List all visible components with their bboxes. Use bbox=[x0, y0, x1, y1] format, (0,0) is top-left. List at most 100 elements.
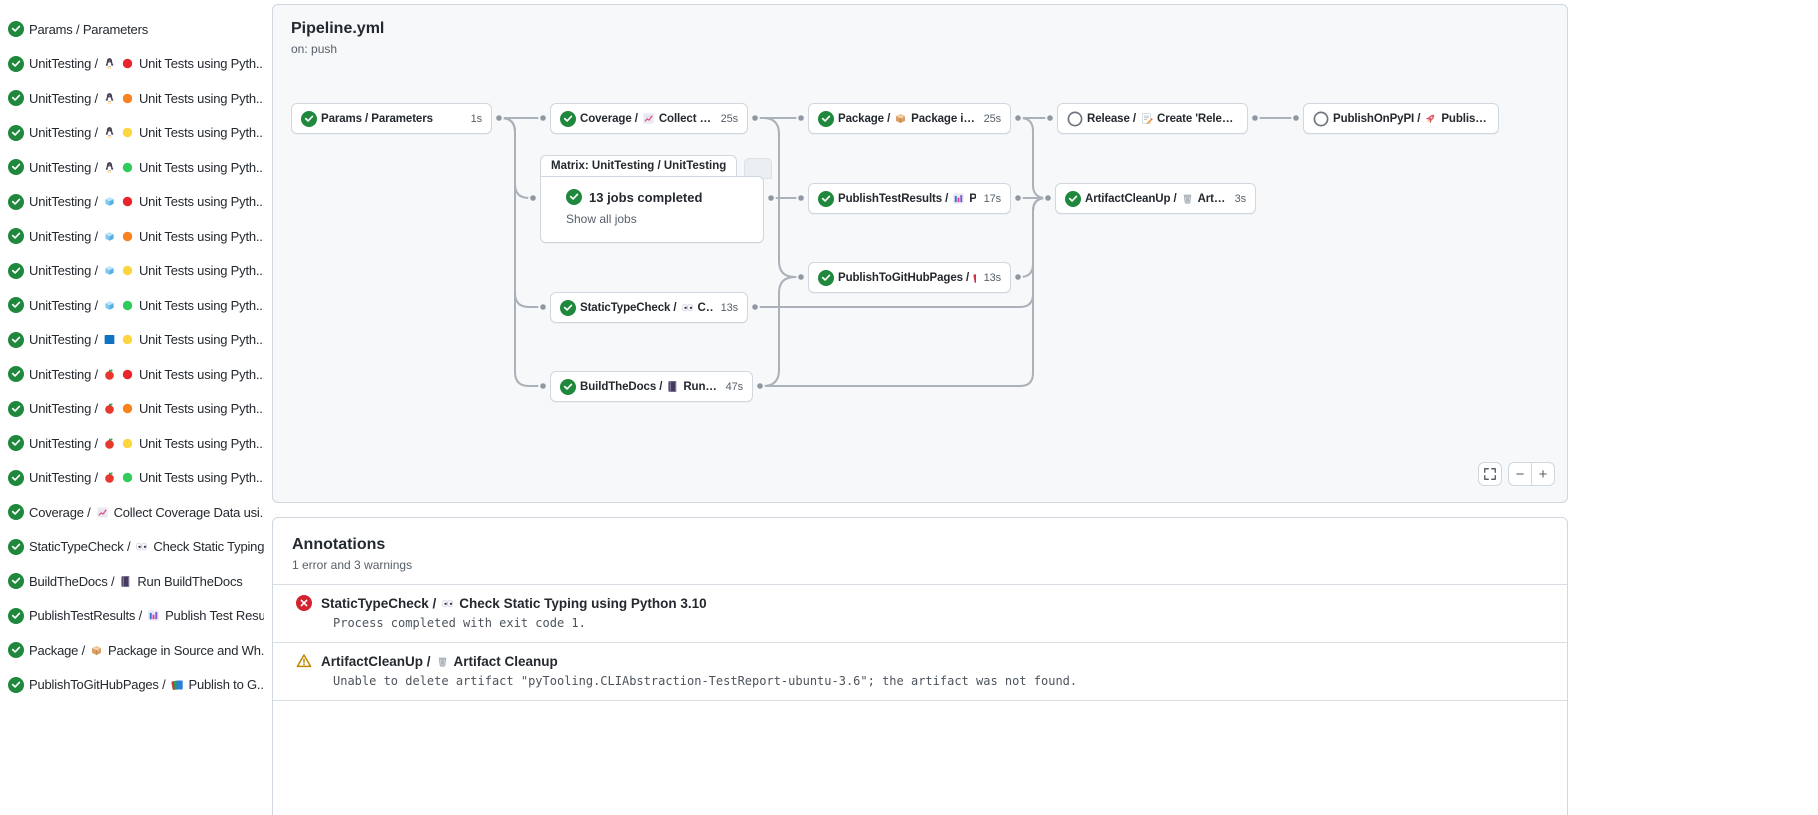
graph-node-release[interactable]: Release /Create 'Release P... bbox=[1057, 103, 1248, 134]
node-job-name: Params / Parameters bbox=[321, 112, 433, 125]
success-icon bbox=[8, 435, 24, 452]
annotations-summary: 1 error and 3 warnings bbox=[292, 558, 413, 572]
node-label: StaticTypeCheck / Chec... bbox=[580, 301, 713, 314]
annotation-title[interactable]: StaticTypeCheck /Check Static Typing usi… bbox=[296, 595, 1551, 611]
notebook-icon bbox=[666, 380, 679, 393]
success-icon bbox=[8, 400, 24, 417]
sidebar-job[interactable]: UnitTesting / Unit Tests using Pyth... bbox=[0, 426, 268, 461]
annotations-list: StaticTypeCheck /Check Static Typing usi… bbox=[273, 584, 1567, 701]
chart-increasing-icon bbox=[642, 112, 655, 125]
matrix-summary-row[interactable]: 13 jobs completed bbox=[541, 177, 763, 205]
node-job-title: Chec... bbox=[697, 301, 713, 314]
success-icon bbox=[8, 573, 24, 590]
success-icon bbox=[8, 228, 24, 245]
job-title: Publish to G... bbox=[188, 677, 264, 693]
books-icon bbox=[973, 271, 976, 284]
circle-green-icon bbox=[121, 161, 134, 174]
sidebar-job[interactable]: UnitTesting /Unit Tests using Pyth... bbox=[0, 219, 268, 254]
job-name: UnitTesting / bbox=[29, 159, 98, 175]
node-label: BuildTheDocs / Run Buil... bbox=[580, 380, 718, 393]
node-job-title: Artifac... bbox=[1197, 192, 1227, 205]
sidebar-job[interactable]: Package / Package in Source and Wh... bbox=[0, 633, 268, 668]
job-name: PublishToGitHubPages / bbox=[29, 677, 166, 693]
job-name: PublishTestResults / bbox=[29, 608, 143, 624]
node-duration: 1s bbox=[470, 112, 483, 125]
node-label: PublishTestResults /Pu... bbox=[838, 192, 976, 205]
success-icon bbox=[8, 366, 24, 383]
job-name: UnitTesting / bbox=[29, 194, 98, 210]
sidebar-job[interactable]: PublishTestResults /Publish Test Resu... bbox=[0, 599, 268, 634]
node-job-title: Run Buil... bbox=[683, 380, 717, 393]
job-name: Package / bbox=[29, 642, 86, 658]
job-title: Unit Tests using Pyth... bbox=[138, 435, 264, 451]
fullscreen-button[interactable] bbox=[1478, 462, 1502, 486]
success-icon bbox=[8, 21, 24, 38]
job-title: Package in Source and Wh... bbox=[108, 642, 264, 658]
memo-icon bbox=[1140, 112, 1153, 125]
sidebar-job[interactable]: UnitTesting /Unit Tests using Pyth... bbox=[0, 288, 268, 323]
matrix-group-unittesting: Matrix: UnitTesting / UnitTesting 13 job… bbox=[540, 155, 772, 243]
success-icon bbox=[8, 469, 24, 486]
sidebar-job[interactable]: UnitTesting /Unit Tests using Pyth... bbox=[0, 357, 268, 392]
sidebar-job[interactable]: UnitTesting /Unit Tests using Pyth... bbox=[0, 47, 268, 82]
workflow-file-name: Pipeline.yml bbox=[291, 20, 385, 37]
sidebar-job[interactable]: UnitTesting /Unit Tests using Pyth... bbox=[0, 81, 268, 116]
sidebar-job[interactable]: UnitTesting /Unit Tests using Pyth... bbox=[0, 323, 268, 358]
sidebar-job[interactable]: Coverage /Collect Coverage Data usi... bbox=[0, 495, 268, 530]
graph-node-staticTypeCheck[interactable]: StaticTypeCheck /Chec...13s bbox=[550, 292, 748, 323]
annotation-title[interactable]: ArtifactCleanUp /Artifact Cleanup bbox=[296, 653, 1551, 669]
graph-node-artifactCleanUp[interactable]: ArtifactCleanUp /Artifac...3s bbox=[1055, 183, 1256, 214]
job-name: UnitTesting / bbox=[29, 435, 98, 451]
chart-increasing-icon bbox=[96, 506, 109, 519]
blue-square-icon bbox=[103, 333, 116, 346]
success-icon bbox=[560, 378, 576, 395]
node-job-name: BuildTheDocs / bbox=[580, 380, 663, 393]
success-icon bbox=[8, 331, 24, 348]
apple-icon bbox=[103, 402, 116, 415]
node-label: Coverage /Collect Cove... bbox=[580, 112, 713, 125]
annotation-step-title: Artifact Cleanup bbox=[453, 653, 558, 669]
sidebar-job[interactable]: Params / Parameters bbox=[0, 12, 268, 47]
apple-icon bbox=[103, 471, 116, 484]
success-icon bbox=[818, 110, 834, 127]
graph-node-package[interactable]: Package /Package in So...25s bbox=[808, 103, 1011, 134]
graph-node-coverage[interactable]: Coverage /Collect Cove...25s bbox=[550, 103, 748, 134]
graph-node-publishToGitHubPages[interactable]: PublishToGitHubPages /...13s bbox=[808, 262, 1011, 293]
node-job-title: Publish to ... bbox=[1441, 112, 1489, 125]
job-name: UnitTesting / bbox=[29, 228, 98, 244]
graph-node-publishTestResults[interactable]: PublishTestResults /Pu...17s bbox=[808, 183, 1011, 214]
sidebar-job[interactable]: UnitTesting /Unit Tests using Pyth... bbox=[0, 150, 268, 185]
graph-view-controls bbox=[1478, 462, 1502, 486]
eyes-icon bbox=[441, 597, 454, 610]
zoom-out-button[interactable]: − bbox=[1508, 462, 1532, 486]
sidebar-job[interactable]: UnitTesting /Unit Tests using Pyth... bbox=[0, 461, 268, 496]
node-duration: 25s bbox=[983, 112, 1002, 125]
graph-node-params[interactable]: Params / Parameters 1s bbox=[291, 103, 492, 134]
sidebar-job[interactable]: UnitTesting /Unit Tests using Pyth... bbox=[0, 392, 268, 427]
eyes-icon bbox=[135, 540, 148, 553]
sidebar-job[interactable]: UnitTesting /Unit Tests using Pyth... bbox=[0, 116, 268, 151]
penguin-icon bbox=[103, 126, 116, 139]
circle-orange-icon bbox=[121, 230, 134, 243]
node-job-name: StaticTypeCheck / bbox=[580, 301, 677, 314]
job-title: Run BuildTheDocs bbox=[137, 573, 243, 589]
workflow-graph-panel bbox=[272, 4, 1568, 503]
success-icon bbox=[8, 193, 24, 210]
annotation-message: Unable to delete artifact "pyTooling.CLI… bbox=[333, 674, 1078, 688]
job-title: Unit Tests using Pyth... bbox=[138, 470, 264, 486]
graph-node-buildTheDocs[interactable]: BuildTheDocs /Run Buil...47s bbox=[550, 371, 753, 402]
node-label: PublishToGitHubPages /... bbox=[838, 271, 976, 284]
sidebar-job[interactable]: UnitTesting /Unit Tests using Pyth... bbox=[0, 254, 268, 289]
circle-yellow-icon bbox=[121, 264, 134, 277]
sidebar-job[interactable]: PublishToGitHubPages / Publish to G... bbox=[0, 668, 268, 703]
show-all-jobs-link[interactable]: Show all jobs bbox=[566, 212, 637, 226]
node-job-name: Release / bbox=[1087, 112, 1136, 125]
graph-node-publishOnPyPI[interactable]: PublishOnPyPI /Publish to ... bbox=[1303, 103, 1499, 134]
sidebar-job[interactable]: UnitTesting /Unit Tests using Pyth... bbox=[0, 185, 268, 220]
sidebar-job[interactable]: StaticTypeCheck /Check Static Typing... bbox=[0, 530, 268, 565]
success-icon bbox=[560, 299, 576, 316]
sidebar-job[interactable]: BuildTheDocs /Run BuildTheDocs bbox=[0, 564, 268, 599]
zoom-in-button[interactable]: + bbox=[1531, 462, 1555, 486]
